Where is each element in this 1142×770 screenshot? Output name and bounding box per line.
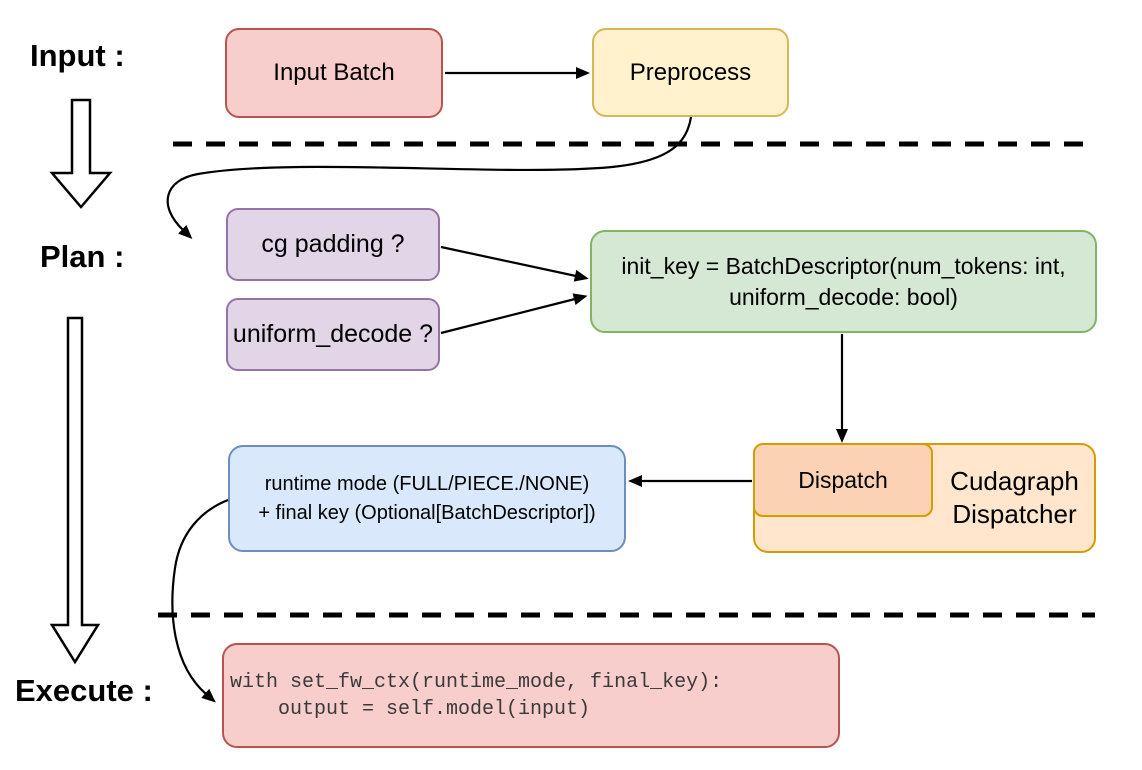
execute-code-block: with set_fw_ctx(runtime_mode, final_key)… [230, 669, 722, 723]
node-preprocess-label: Preprocess [629, 58, 752, 86]
node-dispatch-label: Dispatch [798, 466, 888, 493]
stage-arrow-input-to-plan-icon [49, 98, 113, 209]
node-runtime-mode-line1: runtime mode (FULL/PIECE./NONE) [264, 472, 590, 495]
arrow-runtime-mode-to-execute-code [171, 498, 229, 703]
node-preprocess: Preprocess [592, 28, 789, 117]
arrow-uniform-decode-to-init-key [440, 293, 588, 335]
execute-code-line2: output = self.model(input) [230, 697, 591, 721]
node-cg-padding: cg padding ? [226, 208, 440, 281]
stage-label-execute: Execute : [15, 673, 153, 708]
node-init-key-line2: uniform_decode: bool) [729, 283, 958, 310]
node-input-batch: Input Batch [225, 28, 443, 118]
arrow-cg-padding-to-init-key [440, 245, 589, 282]
node-input-batch-label: Input Batch [273, 59, 395, 86]
node-runtime-mode: runtime mode (FULL/PIECE./NONE) + final … [228, 445, 626, 552]
node-init-key-line1: init_key = BatchDescriptor(num_tokens: i… [621, 252, 1066, 279]
cudagraph-label-line2: Dispatcher [952, 499, 1077, 529]
cudagraph-label-line1: Cudagraph [950, 466, 1079, 496]
stage-label-plan: Plan : [40, 239, 125, 274]
node-cg-padding-label: cg padding ? [261, 230, 405, 258]
node-dispatch: Dispatch [753, 443, 933, 517]
node-uniform-decode: uniform_decode ? [226, 298, 440, 371]
node-runtime-mode-line2: + final key (Optional[BatchDescriptor]) [258, 501, 596, 524]
node-uniform-decode-label: uniform_decode ? [232, 320, 434, 348]
node-init-key: init_key = BatchDescriptor(num_tokens: i… [590, 230, 1097, 333]
node-execute-code: with set_fw_ctx(runtime_mode, final_key)… [222, 643, 840, 748]
stage-label-input: Input : [30, 38, 125, 73]
node-cudagraph-dispatcher-label: Cudagraph Dispatcher [933, 443, 1096, 553]
execute-code-line1: with set_fw_ctx(runtime_mode, final_key)… [230, 670, 723, 694]
stage-arrow-plan-to-execute-icon [49, 316, 101, 665]
